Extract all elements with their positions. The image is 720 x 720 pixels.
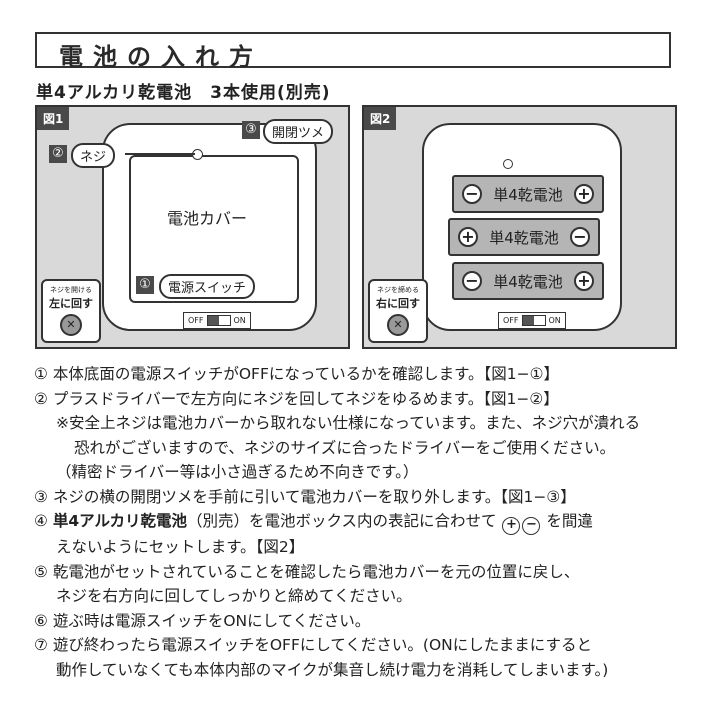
step-6: ⑥ 遊ぶ時は電源スイッチをONにしてください。 xyxy=(34,611,371,630)
callout-latch: 開閉ツメ xyxy=(263,119,334,144)
step-3: ③ ネジの横の開閉ツメを手前に引いて電池カバーを取り外します。【図1−③】 xyxy=(34,487,576,506)
switch-on-label: ON xyxy=(548,316,561,325)
step-5-cont: ネジを右方向に回してしっかりと締めてください。 xyxy=(56,587,412,605)
step-5: ⑤ 乾電池がセットされていることを確認したら電池カバーを元の位置に戻し、 xyxy=(34,562,580,581)
switch-off-label: OFF xyxy=(503,316,519,325)
step-7-cont: 動作していなくても本体内部のマイクが集音し続け電力を消耗してしまいます。) xyxy=(56,660,609,679)
figure-2-tag: 図2 xyxy=(364,107,397,130)
minus-icon: − xyxy=(522,517,541,535)
minus-icon: − xyxy=(462,184,482,204)
plus-icon: + xyxy=(573,271,594,291)
callout-line xyxy=(125,153,195,155)
step-4-text-end: を間違 xyxy=(546,512,593,530)
step-1: ① 本体底面の電源スイッチがOFFになっているかを確認します。【図1−①】 xyxy=(34,365,560,383)
power-switch: OFF ON xyxy=(498,312,566,329)
subtitle: 単4アルカリ乾電池 3本使用(別売) xyxy=(36,83,331,103)
hint-big-text: 左に回す xyxy=(49,297,93,310)
minus-icon: − xyxy=(462,271,482,291)
switch-track xyxy=(521,315,546,326)
figure-1-panel: 図1 電池カバー ② ネジ ③ 開閉ツメ ① 電源スイッチ OFF ON ネジを… xyxy=(35,105,350,349)
hint-small-text: ネジを開ける xyxy=(50,286,92,294)
battery-label: 単4乾電池 xyxy=(489,228,559,247)
minus-icon: − xyxy=(569,227,590,247)
step-2: ② プラスドライバーで左方向にネジを回してネジをゆるめます。【図1−②】 xyxy=(34,389,559,408)
figure-1-tag: 図1 xyxy=(37,107,70,130)
step-2-note: 恐れがございますので、ネジのサイズに合ったドライバーをご使用ください。 xyxy=(74,438,616,457)
battery-2: + 単4乾電池 − xyxy=(448,218,600,256)
hint-loosen: ネジを開ける 左に回す ✕ xyxy=(41,279,101,343)
figure-2-panel: 図2 − 単4乾電池 + + 単4乾電池 − − 単4乾電池 + OFF ON … xyxy=(362,105,677,349)
plus-icon: + xyxy=(502,517,521,535)
switch-track xyxy=(206,315,231,326)
battery-1: − 単4乾電池 + xyxy=(452,175,604,213)
plus-icon: + xyxy=(458,227,478,247)
step-2-note: （精密ドライバー等は小さ過ぎるため不向きです。） xyxy=(56,463,419,481)
step-2-note: ※安全上ネジは電池カバーから取れない仕様になっています。また、ネジ穴が潰れる xyxy=(56,414,641,432)
step-4: ④ 単4アルカリ乾電池（別売）を電池ボックス内の表記に合わせて +− を間違 xyxy=(34,509,694,535)
switch-knob xyxy=(207,316,219,325)
battery-label: 単4乾電池 xyxy=(493,185,563,204)
battery-3: − 単4乾電池 + xyxy=(452,262,604,300)
callout-2-badge: ② xyxy=(49,145,67,163)
power-switch: OFF ON xyxy=(183,312,251,329)
step-4-text: （別売）を電池ボックス内の表記に合わせて xyxy=(187,512,497,530)
screw-right-arrow-icon: ✕ xyxy=(387,314,409,336)
callout-3-badge: ③ xyxy=(242,121,260,139)
switch-off-label: OFF xyxy=(188,316,204,325)
page-title: 電池の入れ方 xyxy=(59,43,263,71)
callout-power-switch: 電源スイッチ xyxy=(159,274,256,299)
switch-knob xyxy=(522,316,534,325)
battery-label: 単4乾電池 xyxy=(493,272,563,291)
step-4-number: ④ xyxy=(34,512,53,530)
cover-label: 電池カバー xyxy=(167,209,248,228)
hint-big-text: 右に回す xyxy=(376,297,420,310)
callout-screw: ネジ xyxy=(71,143,116,168)
hint-small-text: ネジを締める xyxy=(377,286,419,294)
instructions: ① 本体底面の電源スイッチがOFFになっているかを確認します。【図1−①】 ② … xyxy=(34,362,694,682)
hint-tighten: ネジを締める 右に回す ✕ xyxy=(368,279,428,343)
screw-hole-icon xyxy=(503,159,513,169)
screw-left-arrow-icon: ✕ xyxy=(60,314,82,336)
battery-type: 単4アルカリ乾電池 xyxy=(52,512,187,530)
callout-1-badge: ① xyxy=(136,276,154,294)
switch-on-label: ON xyxy=(233,316,246,325)
step-4-cont: えないようにセットします。【図2】 xyxy=(56,538,305,556)
title-box: 電池の入れ方 xyxy=(35,32,671,71)
step-7: ⑦ 遊び終わったら電源スイッチをOFFにしてください。(ONにしたままにすると xyxy=(34,636,592,654)
plus-icon: + xyxy=(573,184,594,204)
